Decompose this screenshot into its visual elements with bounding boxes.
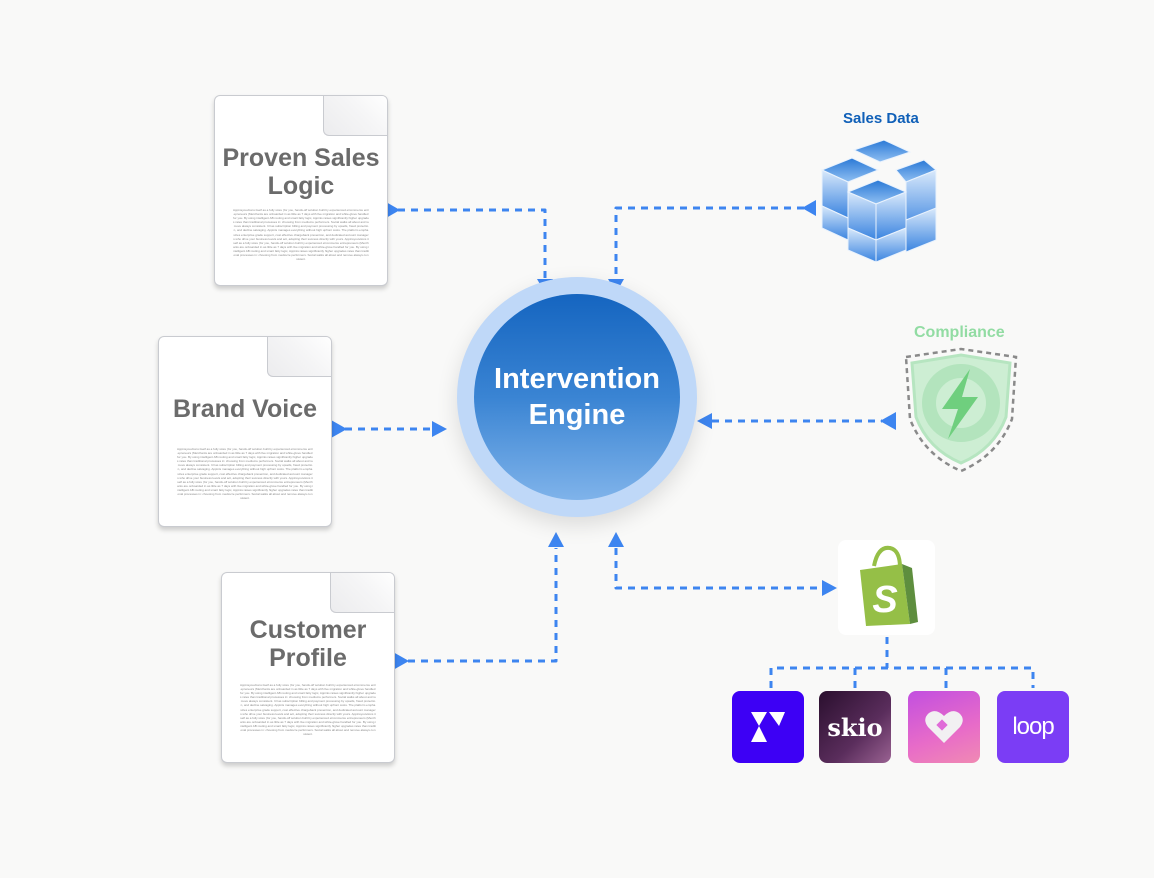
compliance-label: Compliance <box>914 324 1005 341</box>
document-brand-voice[interactable]: Brand Voice Appinsyouvtions itself as a … <box>158 336 332 527</box>
svg-text:S: S <box>872 579 897 621</box>
app-tile-loop[interactable]: loop <box>997 691 1069 763</box>
shield-lightning-icon[interactable] <box>902 347 1020 473</box>
sales-data-label: Sales Data <box>843 110 919 127</box>
document-body-text: Appinsyouvtions itself as a fully store … <box>177 447 313 501</box>
connector-shopify <box>614 548 820 590</box>
cube <box>820 140 937 262</box>
document-title: Proven Sales Logic <box>215 144 387 200</box>
document-title: Brand Voice <box>159 395 331 423</box>
page-fold-icon <box>267 337 331 377</box>
page-fold-icon <box>330 573 394 613</box>
skio-logo-text: skio <box>827 712 883 742</box>
app-tile-stay[interactable] <box>908 691 980 763</box>
app-tile-skio[interactable]: skio <box>819 691 891 763</box>
arrow-head <box>331 420 347 438</box>
arrow-head <box>822 580 837 596</box>
arrow-head <box>432 421 447 437</box>
connector-customer-profile <box>408 548 558 663</box>
heart-logo-icon <box>925 711 963 743</box>
document-proven-sales-logic[interactable]: Proven Sales Logic Appinsyouvtions itsel… <box>214 95 388 286</box>
document-title: Customer Profile <box>222 616 394 672</box>
document-title-line2: Profile <box>269 644 347 672</box>
database-cubes-icon[interactable] <box>812 140 940 262</box>
document-title-line1: Brand Voice <box>172 395 318 423</box>
engine-label-line2: Engine <box>528 399 626 431</box>
document-body-text: Appinsyouvtions itself as a fully store … <box>233 208 369 262</box>
connector-apps-bus <box>769 666 1035 688</box>
document-title-line2: Logic <box>267 172 335 200</box>
page-fold-icon <box>323 96 387 136</box>
document-body-text: Appinsyouvtions itself as a fully store … <box>240 683 376 737</box>
loop-logo-text: loop <box>1012 713 1054 740</box>
document-customer-profile[interactable]: Customer Profile Appinsyouvtions itself … <box>221 572 395 763</box>
recharge-logo-icon <box>751 712 785 742</box>
document-title-line1: Proven Sales <box>222 144 380 172</box>
arrow-head <box>393 652 409 670</box>
arrow-head <box>880 412 896 430</box>
app-tile-recharge[interactable] <box>732 691 804 763</box>
connector-sales-logic <box>398 208 547 278</box>
engine-label-line1: Intervention <box>494 363 660 395</box>
arrow-head <box>548 532 564 547</box>
shopify-bag-icon: S <box>860 545 918 626</box>
arrow-head <box>697 413 712 429</box>
intervention-engine[interactable]: Intervention Engine <box>474 294 680 500</box>
arrow-head <box>386 202 400 218</box>
connector-sales-data <box>614 206 804 278</box>
document-title-line1: Customer <box>249 616 367 644</box>
shopify-card[interactable]: S <box>838 540 935 635</box>
arrow-head <box>608 532 624 547</box>
